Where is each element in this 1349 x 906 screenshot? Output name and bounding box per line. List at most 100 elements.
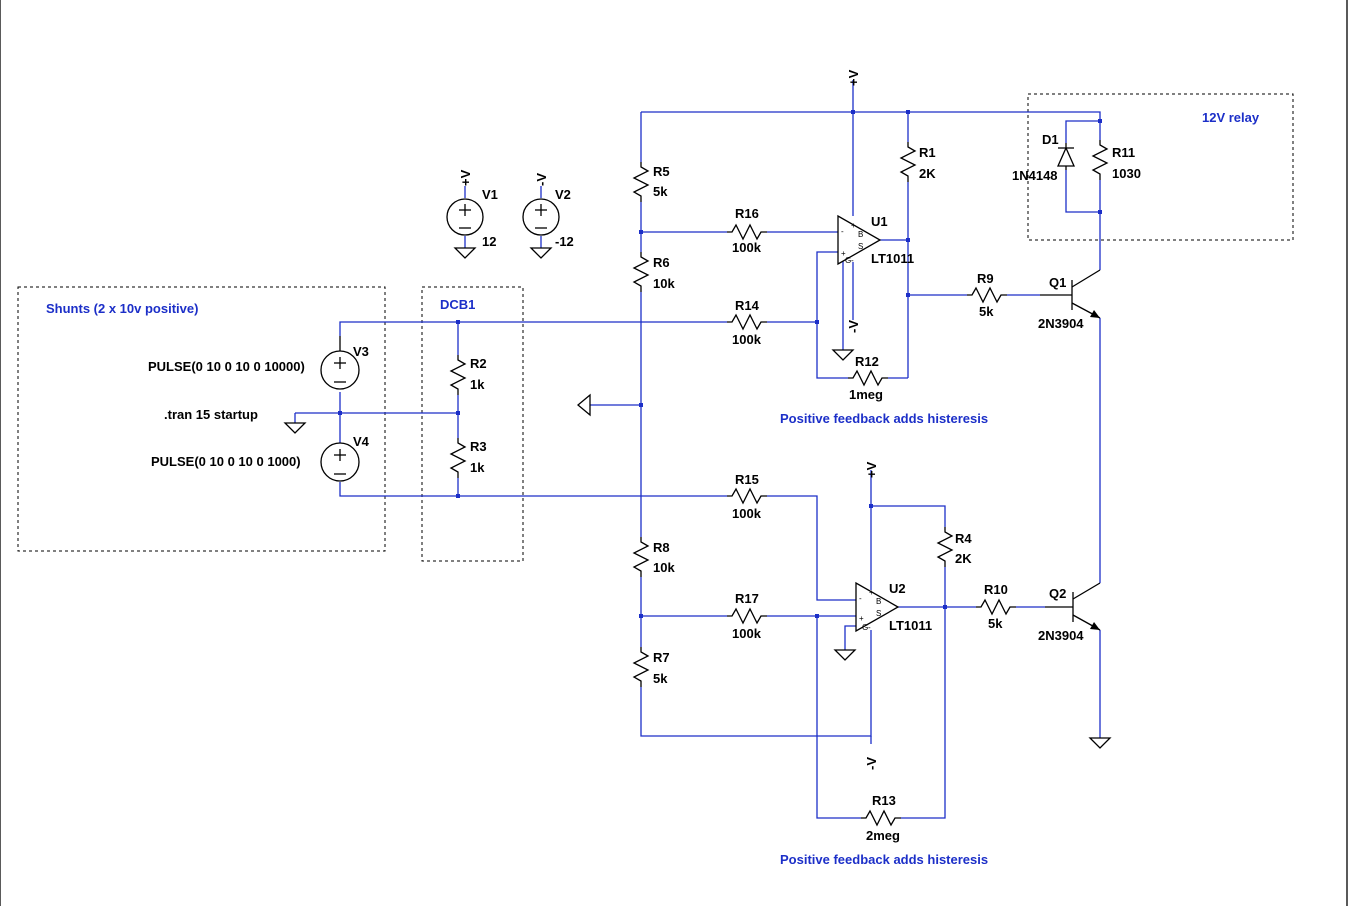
svg-text:B: B [876,597,881,606]
label-v1-ref: V1 [482,187,498,202]
label-r12-ref: R12 [855,354,879,369]
resistor-r4[interactable] [936,527,954,567]
label-r7-ref: R7 [653,650,670,665]
label-r1-ref: R1 [919,145,936,160]
label-r9-ref: R9 [977,271,994,286]
label-r17-val: 100k [732,626,762,641]
resistor-r10[interactable] [976,598,1016,616]
resistor-r1[interactable] [899,142,917,182]
label-v4-ref: V4 [353,434,370,449]
svg-text:S: S [876,609,881,618]
vsource-v4[interactable] [320,442,360,482]
resistor-r17[interactable] [727,607,767,625]
shunts-label: Shunts (2 x 10v positive) [46,301,198,316]
resistor-r8[interactable] [632,537,650,577]
ground-icon [576,393,591,417]
label-r15-val: 100k [732,506,762,521]
svg-text:-: - [868,623,871,632]
label-r3-ref: R3 [470,439,487,454]
label-r8-ref: R8 [653,540,670,555]
svg-text:+: + [859,614,864,623]
label-r11-val: 1030 [1112,166,1141,181]
label-r15-ref: R15 [735,472,759,487]
label-u1-val: LT1011 [871,251,914,266]
label-r4-ref: R4 [955,531,972,546]
label-r5-val: 5k [653,184,668,199]
ground-icon [1088,737,1112,749]
label-q1-ref: Q1 [1049,275,1066,290]
svg-text:+: + [851,221,856,230]
net-flag-u2-top: +V [864,461,879,478]
shunts-box [17,286,386,552]
wires [294,80,1101,819]
label-u2-val: LT1011 [889,618,932,633]
ground-icon [453,247,477,259]
label-r10-val: 5k [988,616,1003,631]
diode-d1[interactable] [1056,143,1076,170]
label-q2-val: 2N3904 [1038,628,1084,643]
label-r16-ref: R16 [735,206,759,221]
label-r14-ref: R14 [735,298,760,313]
resistor-r2[interactable] [449,355,467,395]
resistor-r11[interactable] [1091,140,1109,180]
label-r9-val: 5k [979,304,994,319]
svg-text:-: - [841,227,844,236]
opamp-u2[interactable]: - + + B S G - [855,581,900,633]
label-r11-ref: R11 [1112,145,1135,160]
resistor-r3[interactable] [449,438,467,478]
resistor-r5[interactable] [632,162,650,202]
resistor-r6[interactable] [632,252,650,292]
label-r17-ref: R17 [735,591,759,606]
opamp-u1[interactable]: - + + B S G - [837,214,882,266]
label-u1-ref: U1 [871,214,888,229]
transistor-q2[interactable] [1045,582,1101,631]
label-r3-val: 1k [470,460,485,475]
net-flag-v2: -V [534,173,549,186]
svg-text:-: - [859,594,862,603]
resistor-r12[interactable] [848,369,888,387]
label-r6-ref: R6 [653,255,670,270]
label-r8-val: 10k [653,560,675,575]
directive-tran: .tran 15 startup [164,407,258,422]
vsource-v1[interactable] [446,198,484,236]
resistor-r15[interactable] [727,487,767,505]
resistor-r7[interactable] [632,647,650,687]
transistor-q1[interactable] [1040,269,1101,319]
resistor-r14[interactable] [727,313,767,331]
resistor-r16[interactable] [727,223,767,241]
comment-feedback-1: Positive feedback adds histeresis [780,411,988,426]
resistor-r9[interactable] [967,286,1007,304]
vsource-v2[interactable] [522,198,560,236]
label-r7-val: 5k [653,671,668,686]
ground-icon [833,649,857,661]
ground-icon [529,247,553,259]
label-r6-val: 10k [653,276,675,291]
label-q1-val: 2N3904 [1038,316,1084,331]
label-r2-ref: R2 [470,356,487,371]
label-r4-val: 2K [955,551,972,566]
svg-text:G: G [845,256,851,265]
net-flag-v1: +V [458,169,473,186]
relay-box [1027,93,1294,241]
ground-icon [283,422,307,434]
label-r13-ref: R13 [872,793,896,808]
label-r12-val: 1meg [849,387,883,402]
svg-text:+: + [869,588,874,597]
net-flag-u1-top: +V [846,69,861,86]
label-r5-ref: R5 [653,164,670,179]
ground-icon [831,349,855,361]
svg-text:B: B [858,230,863,239]
dcb1-box [421,286,524,562]
net-flag-u2-bottom: -V [864,757,879,770]
label-v2-ref: V2 [555,187,571,202]
vsource-v3[interactable] [320,336,360,390]
label-r2-val: 1k [470,377,485,392]
junctions [338,110,1102,618]
component-labels: R5 5k R6 10k R1 2K R11 1030 D1 1N4148 R1… [148,132,1141,843]
label-q2-ref: Q2 [1049,586,1066,601]
resistor-r13[interactable] [861,809,901,827]
dcb1-label: DCB1 [440,297,475,312]
label-v3-ref: V3 [353,344,369,359]
net-flag-u1-bottom: -V [846,320,861,333]
